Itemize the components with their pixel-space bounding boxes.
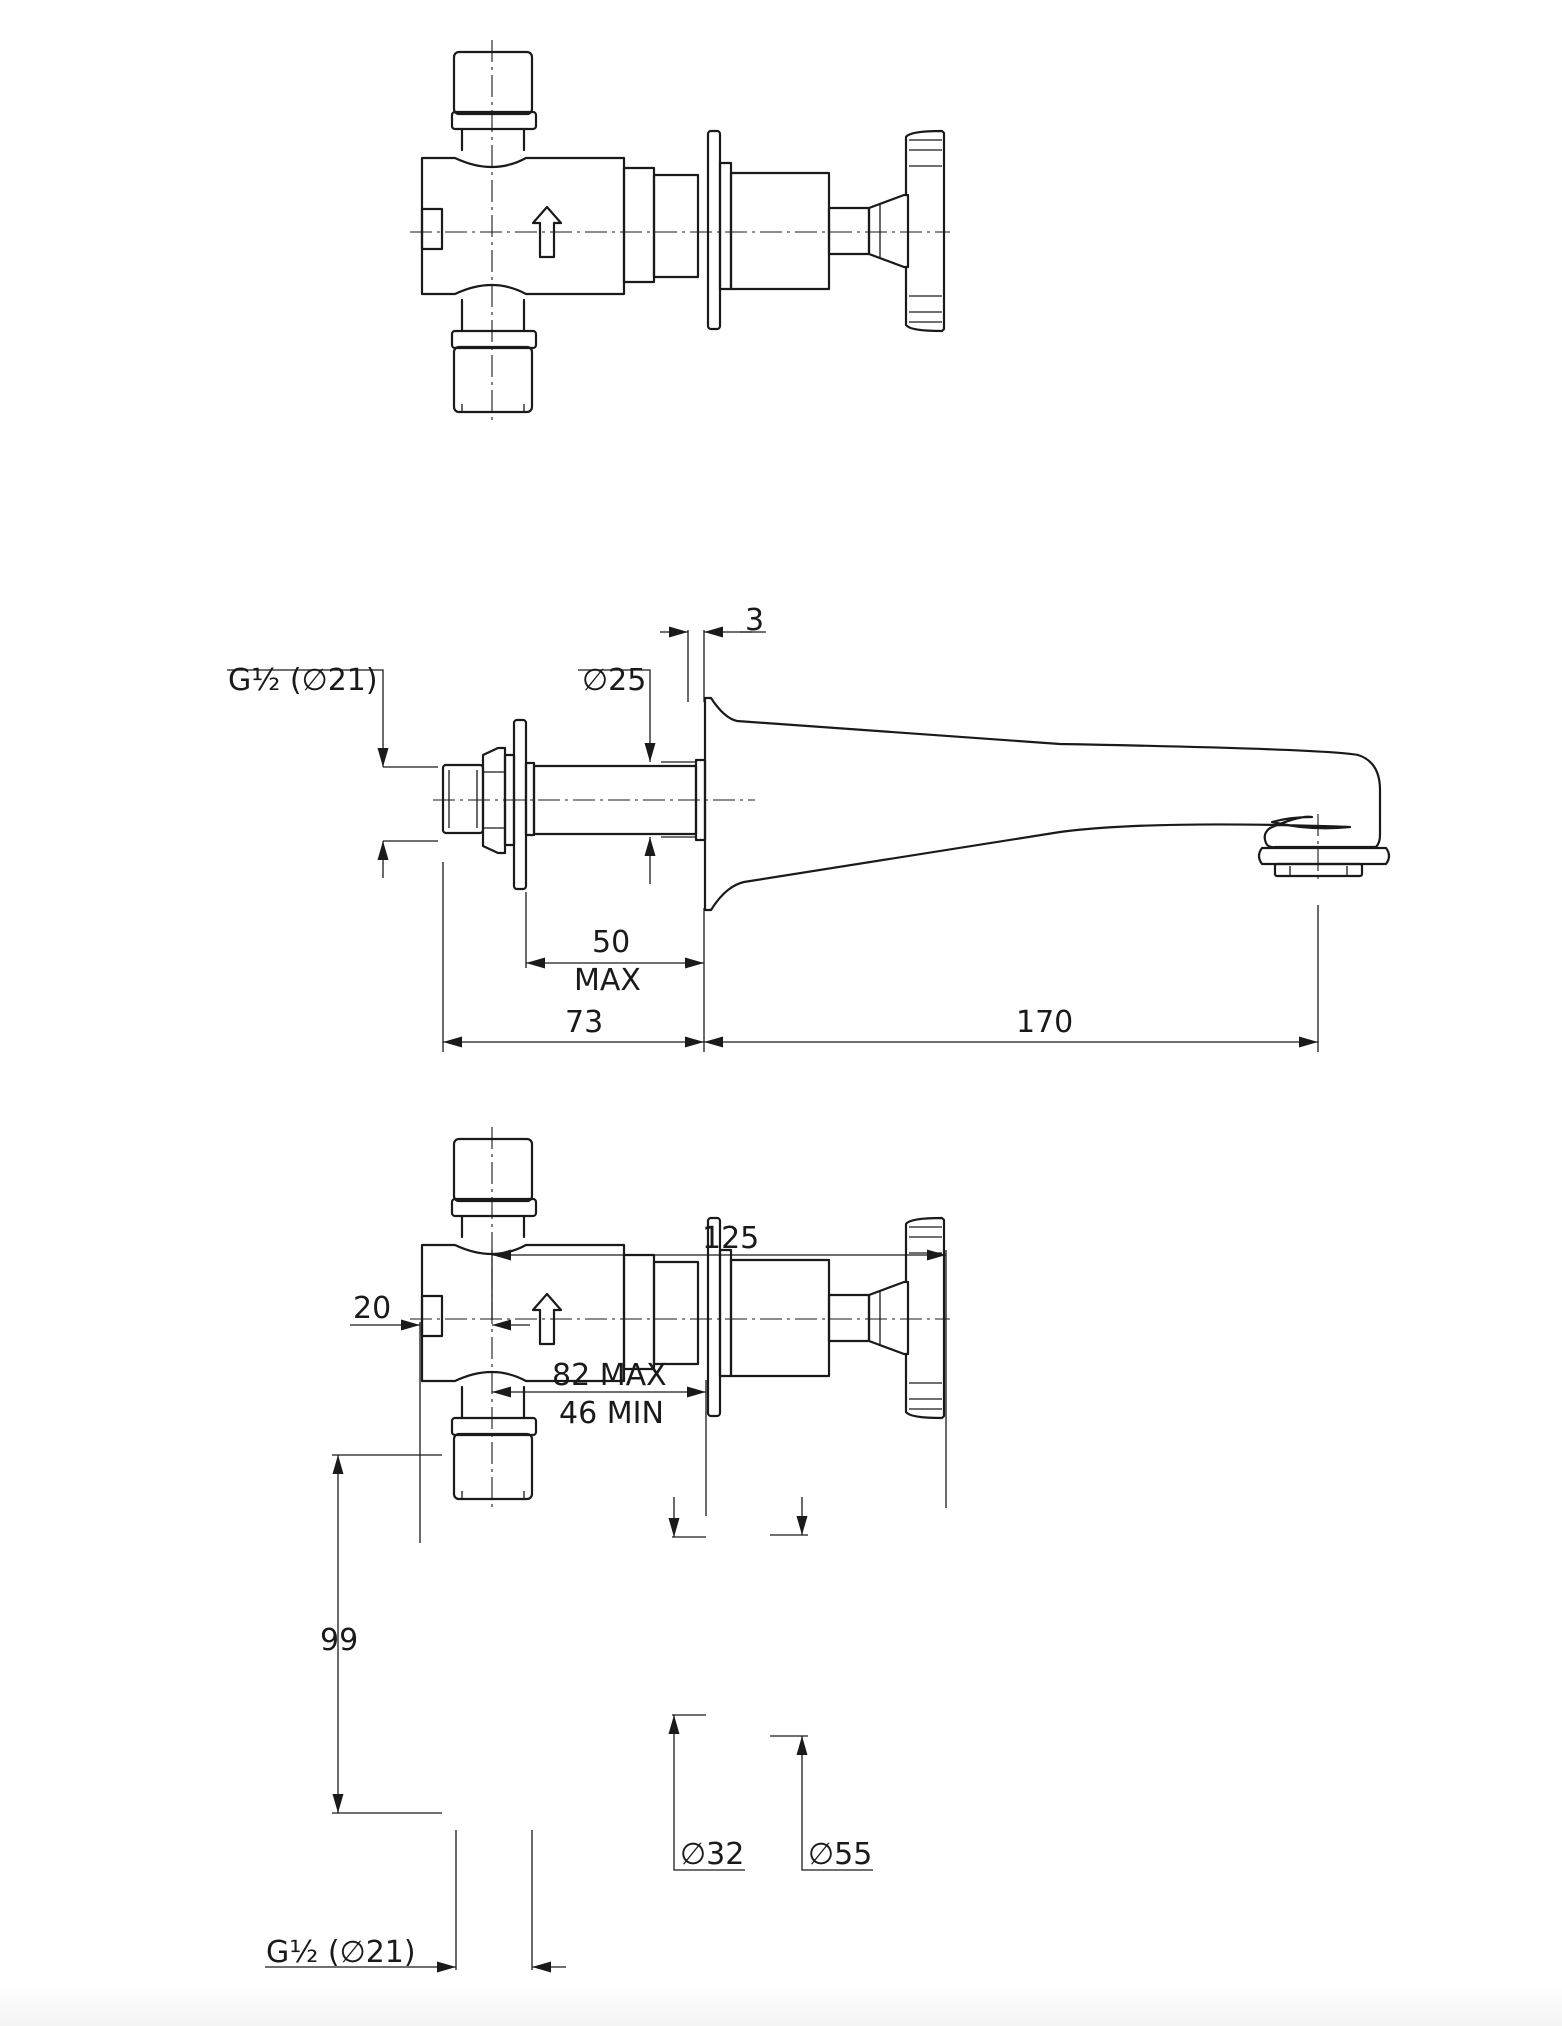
dim-82-max: 82 MAX [552,1358,667,1393]
dim-phi32: ∅32 [680,1837,744,1872]
page-bottom-edge [0,1986,1562,2026]
dim-170: 170 [1016,1005,1073,1040]
dim-125: 125 [702,1221,759,1256]
dim-50: 50 [592,925,630,960]
side-view-dimensions [227,626,1319,1052]
dim-99: 99 [320,1623,358,1658]
front-view-dimensions [265,1249,947,1973]
valve-top-view [408,38,952,427]
dim-73: 73 [565,1005,603,1040]
dim-g-half-front: G½ (∅21) [266,1935,416,1970]
dim-max: MAX [574,963,641,998]
valve-side-view [433,696,1391,912]
dim-3: 3 [745,603,764,638]
dim-20: 20 [353,1291,391,1326]
dim-phi55: ∅55 [808,1837,872,1872]
dim-g-half-side: G½ (∅21) [228,663,378,698]
dim-46-min: 46 MIN [559,1396,664,1431]
valve-front-view [408,1125,952,1514]
dim-phi25: ∅25 [582,663,646,698]
